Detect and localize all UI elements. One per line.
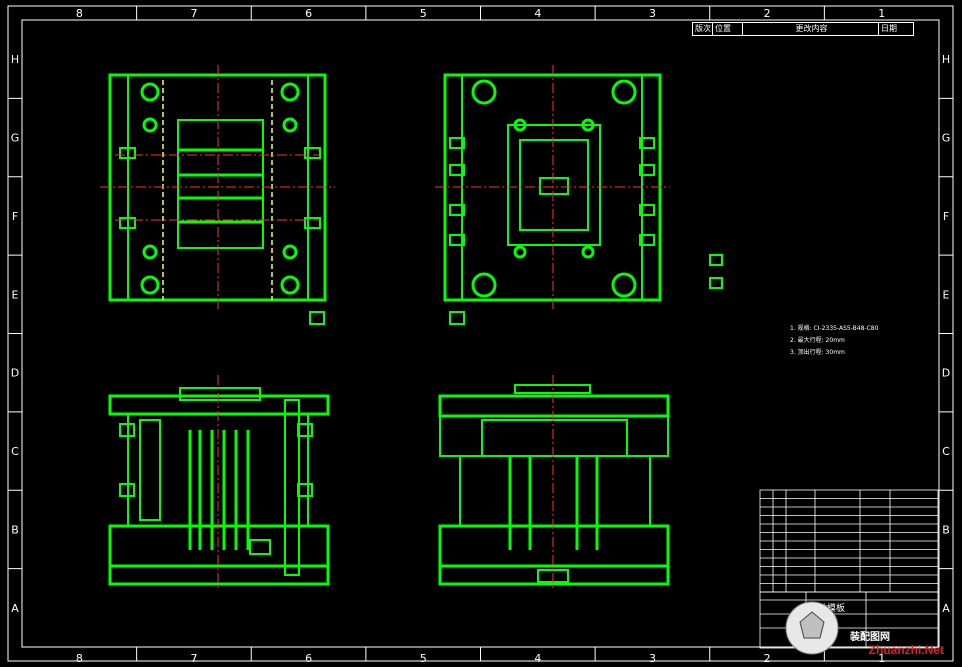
zone-col-label: 5 — [420, 7, 427, 20]
rev-col-date: 日期 — [881, 24, 897, 33]
rev-col-position: 位置 — [713, 23, 743, 35]
zone-row-label: H — [11, 53, 19, 66]
zone-row-label: F — [943, 210, 949, 223]
zone-row-label: C — [11, 445, 19, 458]
rev-col-version: 版次 — [695, 23, 713, 35]
zone-col-label: 8 — [76, 7, 83, 20]
zone-col-label: 5 — [420, 652, 427, 665]
zone-row-label: G — [11, 132, 20, 145]
watermark-url: Zhuanzhi.Net — [868, 643, 944, 657]
revision-table: 版次 位置 更改内容 日期 — [692, 22, 914, 36]
watermark-logo — [785, 601, 839, 655]
zone-row-label: E — [12, 288, 19, 301]
zone-col-label: 6 — [305, 7, 312, 20]
zone-col-label: 7 — [190, 652, 197, 665]
bill-of-materials — [759, 489, 939, 593]
plan-view-left-centerlines — [100, 65, 335, 310]
notes-block: 1. 规格: CI-2335-AS5-B48-C80 2. 最大行程: 20mm… — [790, 323, 878, 359]
detail-part — [709, 254, 723, 289]
plan-view-right-centerlines — [435, 65, 670, 310]
zone-dividers — [8, 6, 953, 661]
zone-col-label: 6 — [305, 652, 312, 665]
zone-col-label: 7 — [190, 7, 197, 20]
zone-col-label: 1 — [878, 7, 885, 20]
zone-row-label: A — [11, 602, 19, 615]
section-view-left — [108, 387, 330, 586]
zone-col-label: 8 — [76, 652, 83, 665]
zone-row-label: B — [11, 523, 19, 536]
zone-col-label: 1 — [878, 652, 885, 665]
plan-view-left-hidden — [162, 80, 273, 300]
zone-col-label: 2 — [764, 652, 771, 665]
zone-row-label: F — [12, 210, 18, 223]
zone-col-label: 4 — [534, 7, 541, 20]
rev-col-change: 更改内容 — [743, 23, 879, 35]
zone-col-label: 4 — [534, 652, 541, 665]
zone-row-label: C — [942, 445, 950, 458]
note-1: 1. 规格: CI-2335-AS5-B48-C80 — [790, 325, 879, 332]
zone-row-label: B — [942, 523, 950, 536]
zone-row-label: D — [11, 367, 19, 380]
zone-col-label: 2 — [764, 7, 771, 20]
zone-row-label: D — [942, 367, 950, 380]
note-2: 2. 最大行程: 20mm — [790, 337, 845, 344]
zone-row-label: H — [942, 53, 950, 66]
zone-col-label: 3 — [649, 652, 656, 665]
section-view-right — [438, 384, 670, 586]
zone-col-label: 3 — [649, 7, 656, 20]
zone-row-label: A — [942, 602, 950, 615]
zone-row-label: E — [943, 288, 950, 301]
zone-row-label: G — [942, 132, 951, 145]
title-block — [759, 591, 939, 649]
note-3: 3. 顶出行程: 30mm — [790, 349, 845, 356]
watermark-site: 装配图网 — [850, 632, 890, 643]
